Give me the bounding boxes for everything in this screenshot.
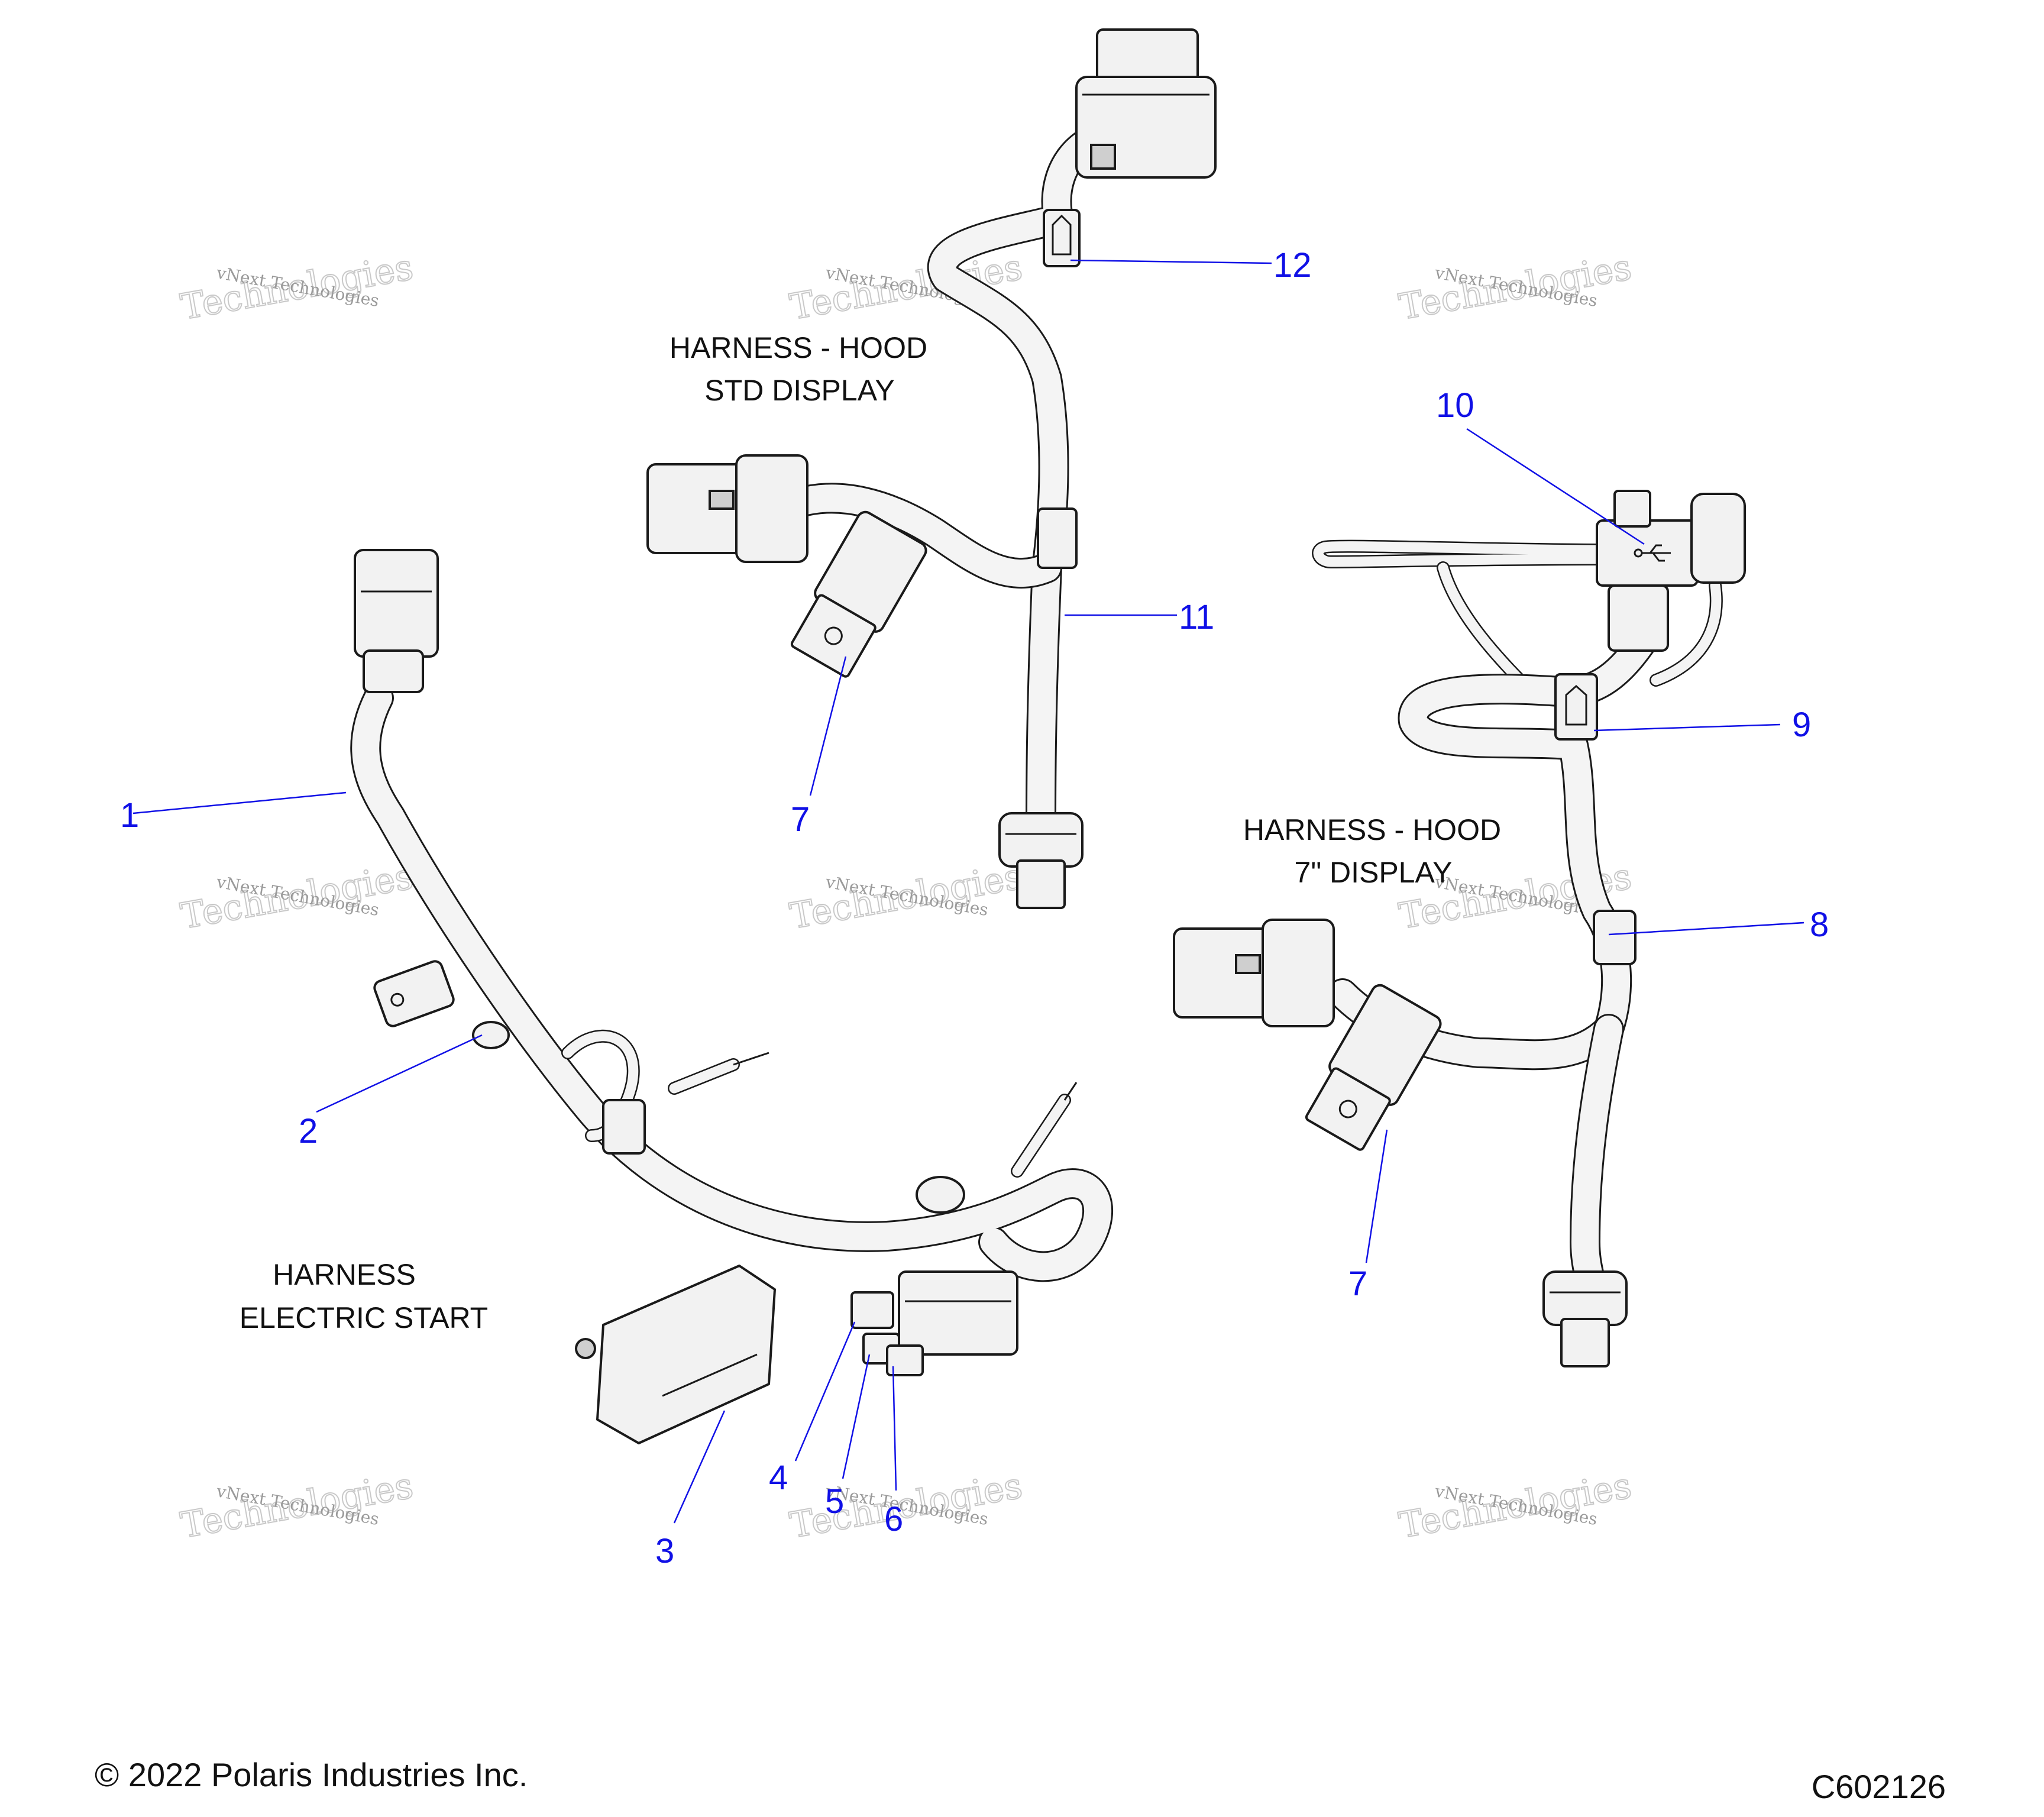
leader-12 <box>1070 259 1272 264</box>
cable-tie <box>916 1176 965 1214</box>
hood-std-display-harness <box>646 28 1217 909</box>
leader-9 <box>1593 723 1781 732</box>
callout-10: 10 <box>1436 386 1474 425</box>
connector-latch <box>1235 954 1261 974</box>
relay-edge <box>603 1265 740 1326</box>
leader-10 <box>1466 428 1645 545</box>
sensor-connector-7a <box>790 510 927 678</box>
bottom-connector-tip <box>1016 859 1066 909</box>
connector-hole <box>1338 1100 1357 1118</box>
harness-clip <box>602 1099 646 1155</box>
relay-3 <box>575 1265 776 1444</box>
callout-1: 1 <box>120 796 139 835</box>
label-hood-7in-line2: 7" DISPLAY <box>1295 856 1453 889</box>
harness-clip-12 <box>1043 209 1081 267</box>
relay-slot <box>662 1353 758 1397</box>
grommet-2 <box>472 1021 510 1049</box>
fuse-block <box>850 1270 1018 1376</box>
leader-7b <box>1365 1129 1388 1263</box>
connector-latch <box>1090 144 1116 170</box>
relay-stud <box>575 1338 596 1359</box>
callout-7a: 7 <box>791 800 810 839</box>
display-connector-shell <box>735 454 808 563</box>
start-connector-body <box>354 549 439 658</box>
label-hood-std-line1: HARNESS - HOOD <box>670 331 927 364</box>
display-connector-cap <box>1096 28 1199 84</box>
label-electric-start-line1: HARNESS <box>273 1258 416 1291</box>
fuse-4 <box>850 1291 894 1329</box>
callout-2: 2 <box>299 1112 318 1150</box>
label-electric-start-line2: ELECTRIC START <box>240 1301 488 1334</box>
label-hood-std-line2: STD DISPLAY <box>704 374 894 407</box>
bottom-connector-body <box>1542 1270 1628 1326</box>
callout-5: 5 <box>825 1482 844 1521</box>
relay-body <box>596 1265 776 1444</box>
footer: © 2022 Polaris Industries Inc. C602126 <box>95 1756 1946 1805</box>
harness-sleeve <box>1593 910 1637 965</box>
terminal-pin <box>733 1052 769 1066</box>
bottom-connector-tip <box>1560 1318 1610 1367</box>
usb-socket-body <box>1608 584 1669 652</box>
label-hood-7in-line1: HARNESS - HOOD <box>1243 813 1501 846</box>
callout-11: 11 <box>1179 598 1214 636</box>
terminal-pin <box>1063 1082 1078 1101</box>
callout-6: 6 <box>884 1500 903 1538</box>
callout-12: 12 <box>1273 246 1312 284</box>
callout-4: 4 <box>769 1459 788 1497</box>
hood-7in-display-harness <box>1173 490 1746 1367</box>
leader-lines <box>132 259 1804 1524</box>
wire-usb-lead-fill <box>1313 541 1608 567</box>
clip-detail <box>1565 684 1587 726</box>
wire-main-loop-fill <box>1329 625 1658 1069</box>
wire-lead-fill <box>1012 1095 1070 1176</box>
wire-lead-fill <box>669 1059 739 1094</box>
usb-icon-branch <box>1652 552 1665 562</box>
usb-icon <box>1634 544 1671 562</box>
wire-usb-branch-fill <box>1438 562 1531 691</box>
leader-4 <box>794 1321 856 1462</box>
wire-right-lead-fill <box>1651 580 1722 686</box>
start-connector-neck <box>363 649 424 693</box>
wire-branch-fill <box>785 484 1060 587</box>
assembly-labels: HARNESS - HOOD STD DISPLAY HARNESS - HOO… <box>240 331 1501 1334</box>
wire-lower-trunk-fill <box>1571 1016 1622 1303</box>
leader-7a <box>809 656 847 796</box>
sensor-connector-7b <box>1305 984 1442 1151</box>
fuse-block-body <box>898 1270 1018 1356</box>
callout-3: 3 <box>655 1532 674 1570</box>
harness-clip-junction <box>1037 507 1078 569</box>
harness-clip-9 <box>1554 673 1598 741</box>
figure-code: C602126 <box>1812 1768 1946 1805</box>
callout-7b: 7 <box>1348 1265 1367 1303</box>
leader-8 <box>1608 922 1804 936</box>
electric-start-harness <box>350 549 1114 1444</box>
usb-socket-boot <box>1690 493 1746 584</box>
leader-5 <box>842 1354 871 1479</box>
wire-main <box>350 683 1114 1282</box>
usb-icon-dot <box>1634 548 1643 558</box>
callout-8: 8 <box>1810 906 1829 944</box>
connector-hole <box>390 992 405 1007</box>
connector-hole <box>824 626 843 645</box>
callout-labels: 1 2 3 4 5 6 7 7 8 9 10 11 12 <box>120 246 1829 1570</box>
leader-2 <box>316 1034 483 1113</box>
sensor-connector-tab <box>790 594 877 678</box>
fuse-6 <box>886 1344 924 1376</box>
side-connector-body <box>373 960 455 1027</box>
bottom-connector-body <box>998 812 1084 868</box>
copyright-text: © 2022 Polaris Industries Inc. <box>95 1756 528 1793</box>
callout-9: 9 <box>1792 706 1811 744</box>
connector-latch <box>709 490 735 510</box>
side-connector <box>373 960 455 1027</box>
leader-1 <box>132 791 347 814</box>
wire-main-fill <box>352 684 1112 1281</box>
sensor-connector-tab <box>1305 1067 1391 1151</box>
usb-socket-cap <box>1613 490 1651 528</box>
usb-icon-branch <box>1649 544 1662 554</box>
display-connector-shell <box>1262 919 1335 1027</box>
leader-3 <box>673 1410 726 1524</box>
leader-6 <box>892 1366 897 1491</box>
clip-detail <box>1052 214 1072 256</box>
